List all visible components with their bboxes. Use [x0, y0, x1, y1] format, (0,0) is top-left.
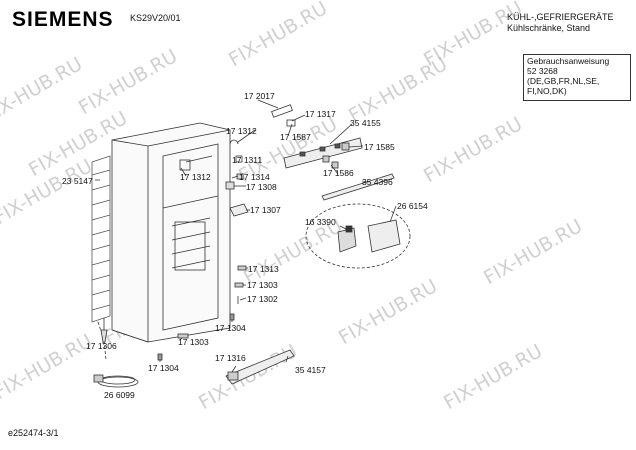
- part-label: 17 2017: [244, 91, 275, 101]
- door-handle: [225, 349, 295, 385]
- fridge-cabinet: [111, 122, 231, 343]
- part-label: 17 1304: [148, 363, 179, 373]
- part-label: 16 3390: [305, 217, 336, 227]
- part-label: 17 1586: [323, 168, 354, 178]
- part-label: 23 5147: [62, 176, 93, 186]
- category-text: KÜHL-,GEFRIERGERÄTE Kühlschränke, Stand: [507, 12, 614, 34]
- part-label: 35 4157: [295, 365, 326, 375]
- part-label: 17 1585: [364, 142, 395, 152]
- manual-label: Gebrauchsanweisung: [527, 56, 610, 66]
- manual-info-box: Gebrauchsanweisung 52 3268 (DE,GB,FR,NL,…: [523, 54, 631, 101]
- part-label: 17 1313: [248, 264, 279, 274]
- part-label: 17 1303: [178, 337, 209, 347]
- manual-languages-1: (DE,GB,FR,NL,SE,: [527, 76, 600, 86]
- part-label: 35 4396: [362, 177, 393, 187]
- part-label: 26 6154: [397, 201, 428, 211]
- part-label: 17 1311: [232, 155, 263, 165]
- part-label: 17 1312: [226, 126, 257, 136]
- part-label: 17 1316: [215, 353, 246, 363]
- part-label: 17 1308: [246, 182, 277, 192]
- manual-number: 52 3268: [527, 66, 558, 76]
- part-label: 17 1303: [247, 280, 278, 290]
- manual-languages-2: FI,NO,DK): [527, 86, 567, 96]
- part-label: 17 1314: [239, 172, 270, 182]
- control-panel: [283, 137, 363, 169]
- part-label: 17 1312: [180, 172, 211, 182]
- model-number: KS29V20/01: [130, 13, 181, 23]
- part-label: 17 1306: [86, 341, 117, 351]
- condenser-coil: [91, 155, 111, 323]
- category-line-1: KÜHL-,GEFRIERGERÄTE: [507, 12, 614, 22]
- power-cord: [93, 374, 139, 388]
- part-label: 35 4155: [350, 118, 381, 128]
- category-line-2: Kühlschränke, Stand: [507, 23, 591, 33]
- part-label: 17 1304: [215, 323, 246, 333]
- lamp-assembly: [305, 203, 411, 269]
- part-label: 17 1307: [250, 205, 281, 215]
- diagram-reference: e252474-3/1: [8, 428, 59, 438]
- part-label: 17 1317: [305, 109, 336, 119]
- part-label: 17 1302: [247, 294, 278, 304]
- part-label: 26 6099: [104, 390, 135, 400]
- part-label: 17 1587: [280, 132, 311, 142]
- brand-logo: SIEMENS: [12, 8, 114, 31]
